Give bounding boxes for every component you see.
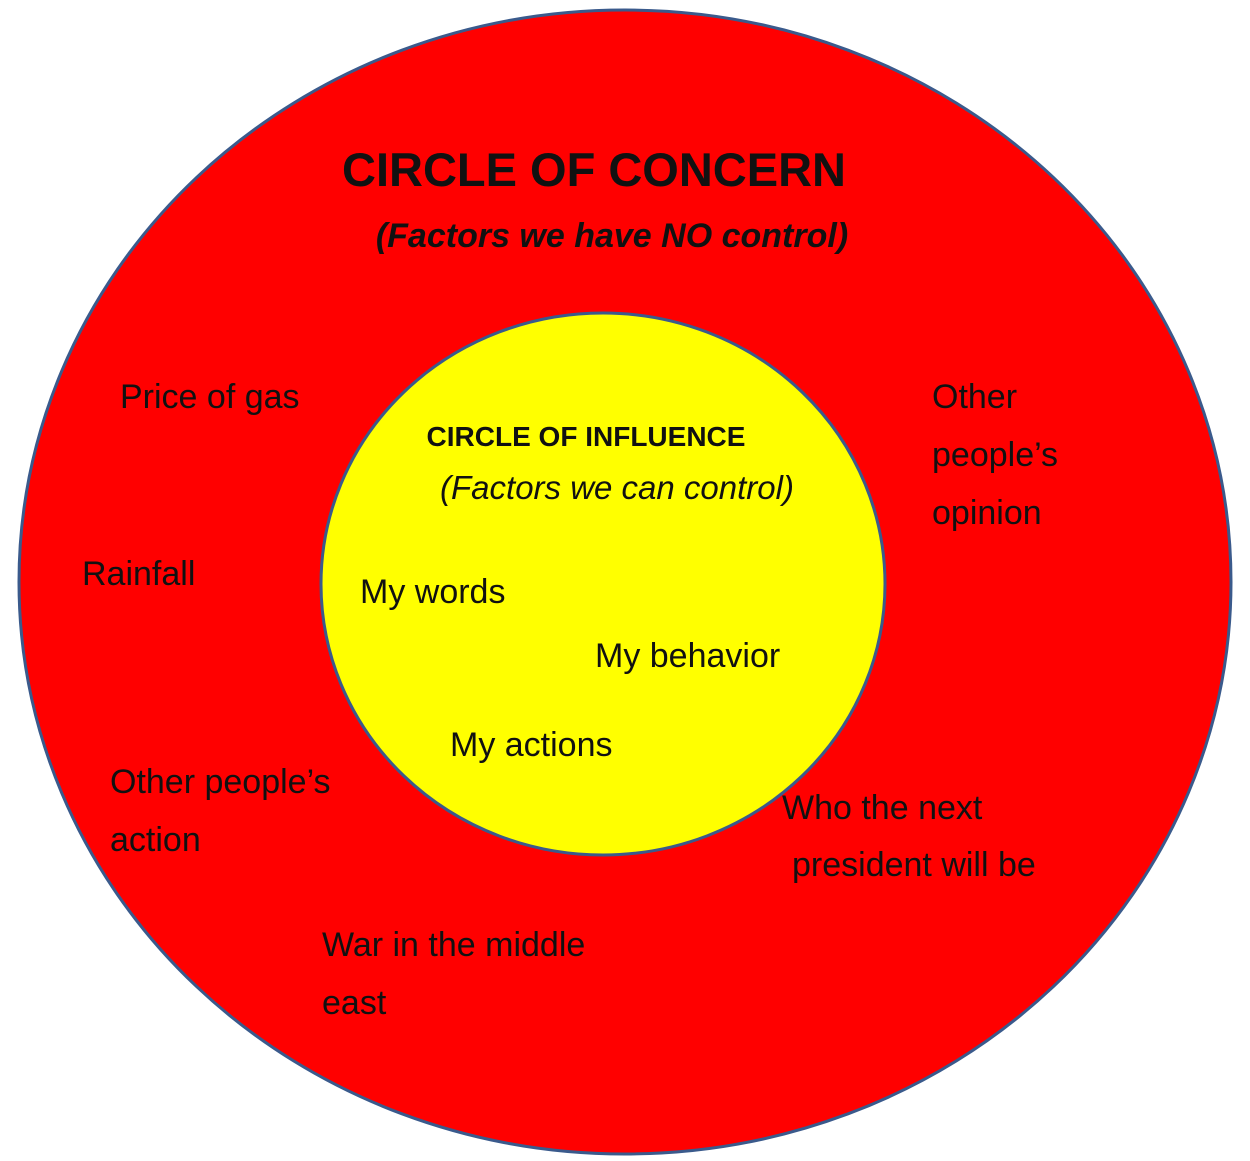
item-my-behavior: My behavior bbox=[595, 637, 781, 675]
item-my-words: My words bbox=[360, 573, 506, 611]
outer-title: CIRCLE OF CONCERN bbox=[342, 143, 846, 196]
outer-subtitle: (Factors we have NO control) bbox=[375, 217, 849, 255]
item-rainfall: Rainfall bbox=[82, 555, 196, 593]
circle-of-influence bbox=[319, 311, 887, 857]
item-opinion-line2: people’s bbox=[932, 436, 1059, 474]
item-president-line2: president will be bbox=[792, 846, 1036, 884]
item-my-actions: My actions bbox=[450, 726, 613, 764]
item-price-of-gas: Price of gas bbox=[120, 378, 300, 416]
item-president-line1: Who the next bbox=[782, 789, 983, 827]
item-opinion-line3: opinion bbox=[932, 494, 1042, 532]
item-action-line2: action bbox=[110, 821, 201, 859]
item-opinion-line1: Other bbox=[932, 378, 1018, 416]
inner-title: CIRCLE OF INFLUENCE bbox=[426, 421, 746, 452]
inner-subtitle: (Factors we can control) bbox=[440, 469, 794, 506]
item-war-line1: War in the middle bbox=[322, 926, 586, 964]
item-war-line2: east bbox=[322, 984, 387, 1022]
item-action-line1: Other people’s bbox=[110, 763, 331, 801]
